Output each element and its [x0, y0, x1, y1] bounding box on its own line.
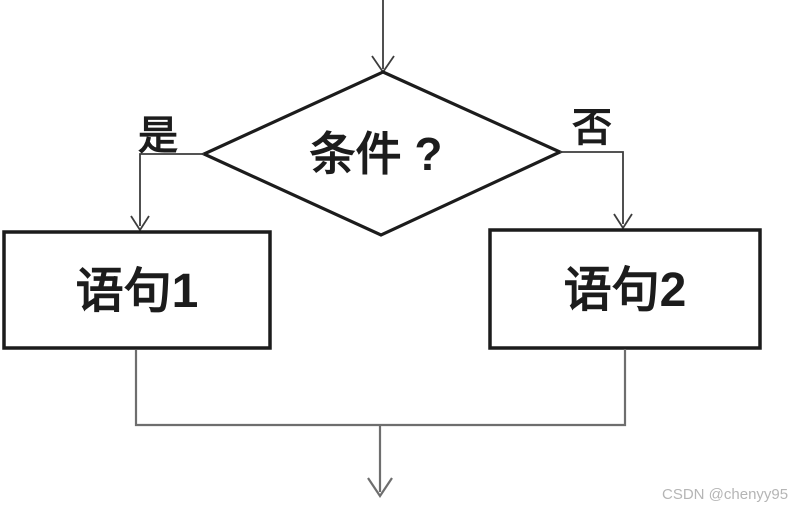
- exit-arrow: [367, 425, 393, 498]
- no-branch-line: [560, 151, 624, 224]
- no-branch-label: 否: [572, 106, 612, 150]
- statement-box-2-label: 语句2: [564, 264, 687, 317]
- statement-box-2: [488, 228, 762, 350]
- yes-branch-label: 是: [138, 114, 178, 158]
- decision-label: 条件 ?: [310, 128, 443, 180]
- no-branch-connector: [560, 151, 633, 230]
- entry-arrow: [371, 0, 395, 74]
- statement-box-1-label: 语句1: [76, 265, 199, 318]
- yes-branch-arrowhead: [130, 215, 150, 232]
- merge-line: [134, 349, 627, 427]
- watermark: CSDN @chenyy95: [662, 486, 788, 503]
- yes-branch-line: [139, 153, 204, 226]
- yes-branch-connector: [130, 153, 204, 232]
- statement-box-1: [2, 230, 272, 350]
- no-branch-arrowhead: [613, 213, 633, 230]
- decision-diamond: [200, 70, 564, 237]
- exit-arrowhead: [367, 477, 393, 498]
